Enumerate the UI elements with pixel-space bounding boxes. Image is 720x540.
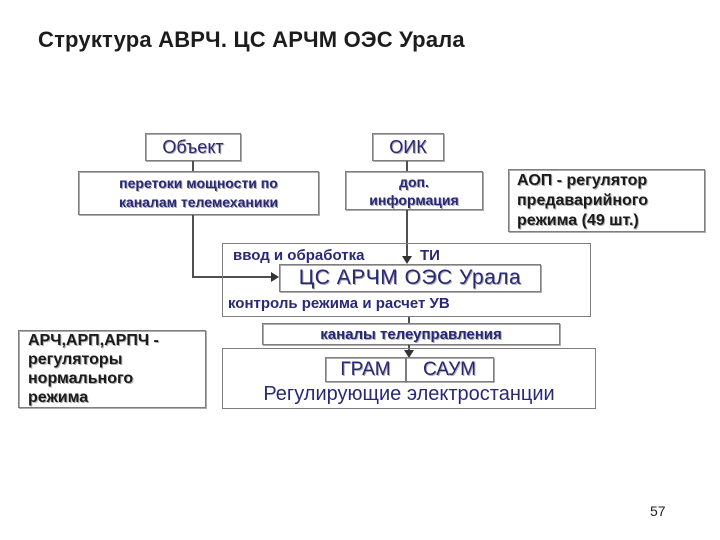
normal-regulators-box: АРЧ,АРП,АРПЧ - регуляторы нормального ре… [18, 330, 206, 408]
gram-box: ГРАМ [325, 357, 406, 382]
regulating-stations-label: Регулирующие электростанции [263, 383, 555, 405]
page-number: 57 [650, 503, 666, 519]
slide-title: Структура АВРЧ. ЦС АРЧМ ОЭС Урала [38, 27, 465, 52]
power-flows-box: перетоки мощности по каналам телемеханик… [78, 171, 319, 215]
object-box: Объект [145, 133, 241, 161]
regulating-stations-box [222, 348, 596, 409]
saum-box: САУМ [405, 357, 494, 382]
connector-frame-to-channels [408, 317, 410, 324]
arrowhead-into-cs-left [271, 272, 279, 282]
ti-label: ТИ [420, 247, 440, 264]
connector-flows-down [192, 215, 194, 277]
connector-elbow-to-cs [192, 276, 272, 278]
processing-frame [222, 243, 591, 317]
input-processing-label: ввод и обработка [233, 247, 365, 264]
additional-info-box: доп. информация [345, 171, 483, 210]
control-mode-label: контроль режима и расчет УВ [228, 295, 450, 312]
cs-archm-box: ЦС АРЧМ ОЭС Урала [279, 264, 541, 292]
arrowhead-into-cs-top [402, 256, 412, 264]
connector-dop-to-cs [406, 210, 408, 258]
aop-box: АОП - регулятор предаварийного режима (4… [508, 169, 705, 232]
connector-oik-to-dop [406, 161, 408, 172]
arrowhead-into-gram [404, 350, 414, 358]
connector-object-to-flows [192, 161, 194, 172]
oik-box: ОИК [372, 133, 444, 161]
telecontrol-channels-box: каналы телеуправления [262, 323, 560, 345]
